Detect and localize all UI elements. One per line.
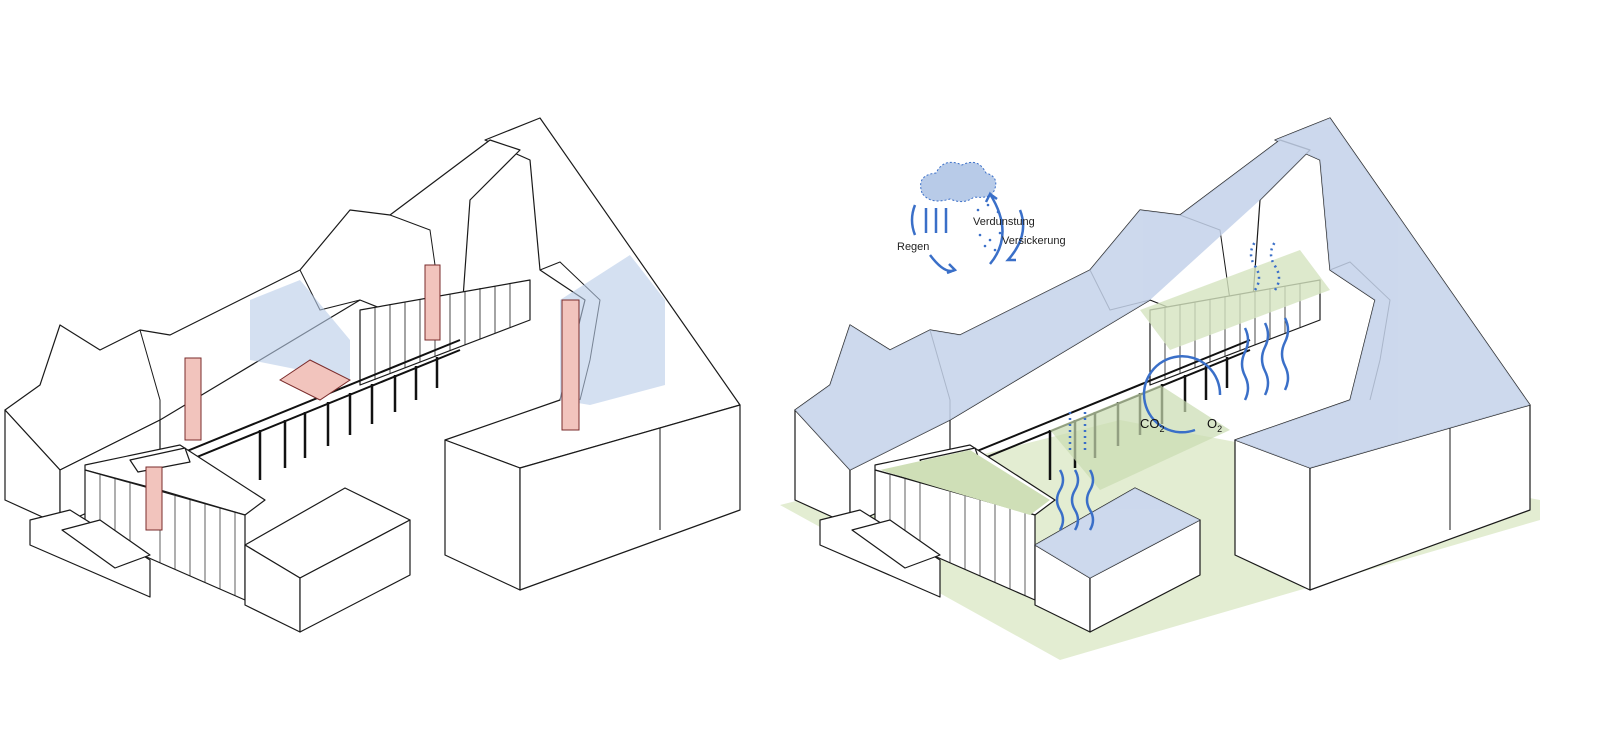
water-cycle-legend: Regen Verdunstung Versickerung	[897, 161, 1066, 275]
right-axonometric: CO2 O2	[780, 116, 1540, 660]
pink-tower-1	[184, 357, 202, 441]
label-verdunstung: Verdunstung	[973, 216, 1035, 228]
label-versickerung: Versickerung	[1002, 235, 1066, 247]
pink-tower-4	[145, 466, 163, 531]
evaporation-dots-icon	[976, 203, 1002, 252]
evaporation-arrows	[1055, 317, 1290, 531]
o2-label: O2	[1207, 416, 1222, 434]
label-regen: Regen	[897, 241, 929, 253]
cycle-arrows-icon	[929, 191, 1025, 275]
blue-volume-left	[250, 280, 350, 380]
left-axonometric	[3, 116, 742, 634]
pink-tower-2	[424, 264, 441, 341]
courtyard-trees	[1050, 385, 1230, 490]
cloud-icon	[920, 161, 997, 203]
co2-label: CO2	[1140, 416, 1165, 434]
blue-roofs	[795, 118, 1530, 578]
blue-volume-right	[560, 255, 665, 405]
pink-tower-3	[561, 299, 580, 431]
pink-stair-element	[279, 359, 351, 401]
rain-icon	[910, 204, 948, 236]
